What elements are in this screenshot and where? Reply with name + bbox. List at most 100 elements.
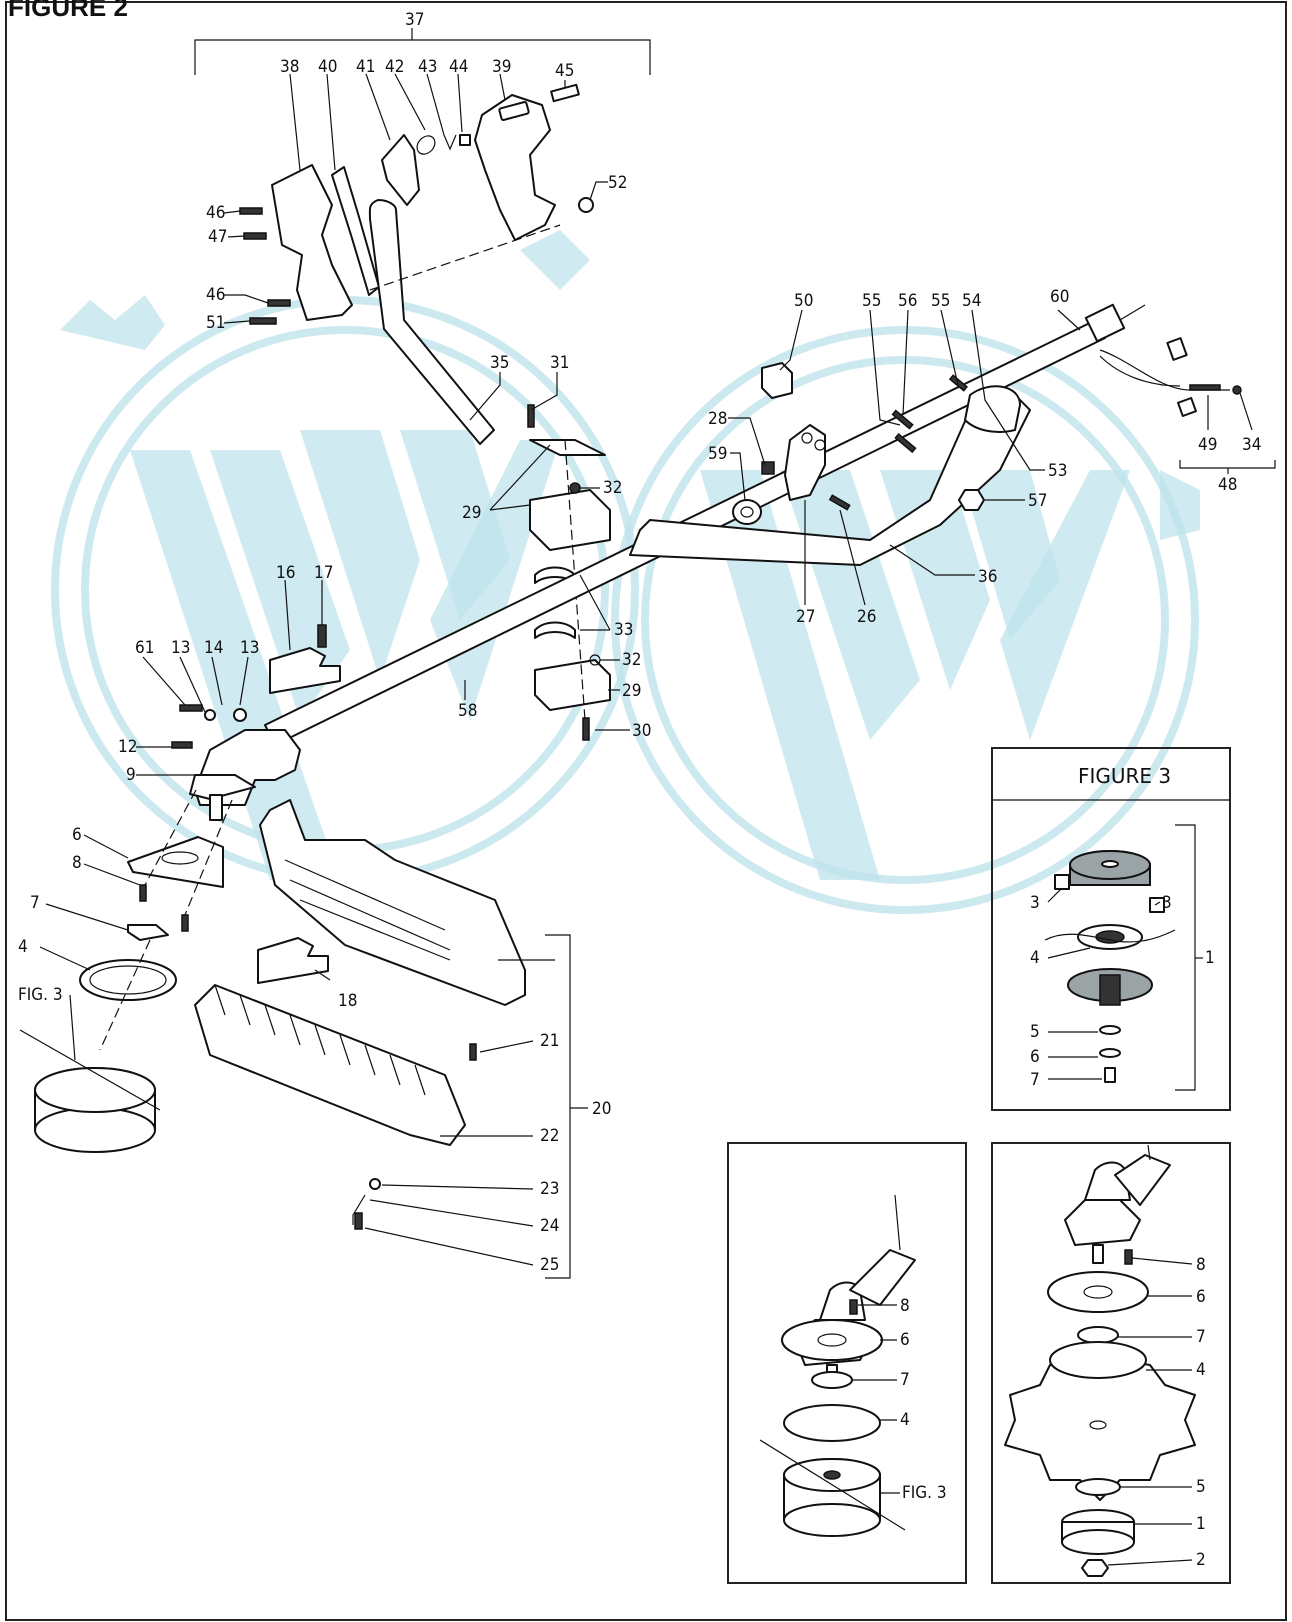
- nut-28: [761, 461, 775, 475]
- loop-handle-tube: [368, 199, 495, 445]
- callout-24: 24: [540, 1216, 559, 1236]
- callout-29-top: 29: [462, 503, 481, 523]
- nut-57: [958, 489, 985, 511]
- callout-25: 25: [540, 1255, 559, 1275]
- callout-54: 54: [962, 291, 981, 311]
- grass-guard: [259, 799, 526, 1006]
- callout-55-left: 55: [862, 291, 881, 311]
- callout-29-bottom: 29: [622, 681, 641, 701]
- callout-30: 30: [632, 721, 651, 741]
- callout-labels: 37 38 40 41 42 43 44 39 45 52 46 47 46 5…: [18, 10, 1261, 1275]
- callout-47: 47: [208, 227, 227, 247]
- callout-32-bottom: 32: [622, 650, 641, 670]
- trimmer-head: [19, 1029, 161, 1153]
- handle-clamp-upper: [527, 404, 611, 551]
- inset3-callout-7: 7: [1030, 1070, 1040, 1090]
- inset-right-callout-2: 2: [1196, 1550, 1206, 1570]
- inset3-callout-6: 6: [1030, 1047, 1040, 1067]
- callout-9: 9: [126, 765, 136, 785]
- inset-right-callout-1: 1: [1196, 1514, 1206, 1534]
- callout-17: 17: [314, 563, 333, 583]
- callout-56: 56: [898, 291, 917, 311]
- inset-blade-assembly: 8 6 7 4 5 1 2: [991, 1142, 1231, 1584]
- callout-39: 39: [492, 57, 511, 77]
- leader-lines: [39, 73, 1253, 1266]
- callout-31: 31: [550, 353, 569, 373]
- callout-38: 38: [280, 57, 299, 77]
- washer-4: [79, 959, 177, 1001]
- lockout-lever: [381, 134, 420, 206]
- callout-22: 22: [540, 1126, 559, 1146]
- callout-6: 6: [72, 825, 82, 845]
- inset3-callout-3-right: 3: [1162, 893, 1172, 913]
- inset3-callout-3-left: 3: [1030, 893, 1040, 913]
- inset-figure-3-title: FIGURE 3: [1078, 764, 1171, 788]
- callout-26: 26: [857, 607, 876, 627]
- callout-53: 53: [1048, 461, 1067, 481]
- callout-61: 61: [135, 638, 154, 658]
- pin-44: [459, 134, 471, 146]
- callout-49: 49: [1198, 435, 1217, 455]
- inset-figure-3: FIGURE 3 3 3 4 1 5 6 7: [991, 747, 1231, 1111]
- guard-mount-6: [127, 836, 224, 888]
- callout-27: 27: [796, 607, 815, 627]
- callout-21: 21: [540, 1031, 559, 1051]
- handle-grip: [474, 94, 556, 241]
- inset-right-callout-7: 7: [1196, 1327, 1206, 1347]
- part-45: [550, 83, 580, 103]
- callout-18: 18: [338, 991, 357, 1011]
- callout-58: 58: [458, 701, 477, 721]
- callout-34: 34: [1242, 435, 1261, 455]
- callout-33: 33: [614, 620, 633, 640]
- callout-7: 7: [30, 893, 40, 913]
- callout-51: 51: [206, 313, 225, 333]
- callout-28: 28: [708, 409, 727, 429]
- callout-20: 20: [592, 1099, 611, 1119]
- callout-46-top: 46: [206, 203, 225, 223]
- page-frame: [5, 1, 1287, 1621]
- inset-left-callout-fig3: FIG. 3: [902, 1483, 947, 1503]
- callout-50: 50: [794, 291, 813, 311]
- inset3-callout-5: 5: [1030, 1022, 1040, 1042]
- callout-52: 52: [608, 173, 627, 193]
- callout-35: 35: [490, 353, 509, 373]
- callout-59: 59: [708, 444, 727, 464]
- inset-right-callout-8: 8: [1196, 1255, 1206, 1275]
- shaft-clamp-16: [269, 647, 341, 694]
- callout-12: 12: [118, 737, 137, 757]
- callout-fig3: FIG. 3: [18, 985, 63, 1005]
- callout-23: 23: [540, 1179, 559, 1199]
- inset-right-callout-5: 5: [1196, 1477, 1206, 1497]
- bracket-37: [194, 39, 651, 75]
- inset-right-callout-4: 4: [1196, 1360, 1206, 1380]
- callout-43: 43: [418, 57, 437, 77]
- callout-60: 60: [1050, 287, 1069, 307]
- callout-4: 4: [18, 937, 28, 957]
- ball-52: [578, 197, 594, 213]
- throttle-plate: [271, 164, 353, 321]
- figure-title: FIGURE 2: [8, 0, 128, 22]
- switch-50: [761, 362, 793, 399]
- guard-shield: [194, 984, 466, 1146]
- callout-16: 16: [276, 563, 295, 583]
- nut-7: [127, 924, 169, 941]
- inset3-callout-1: 1: [1205, 948, 1215, 968]
- callout-37: 37: [405, 10, 424, 30]
- callout-13-right: 13: [240, 638, 259, 658]
- handle-53-grip: [964, 385, 1021, 433]
- cable-48: [1099, 349, 1230, 391]
- inset-trimmer-assembly: 8 6 7 4 FIG. 3: [727, 1142, 967, 1584]
- callout-13-left: 13: [171, 638, 190, 658]
- callout-48: 48: [1218, 475, 1237, 495]
- inset-left-callout-6: 6: [900, 1330, 910, 1350]
- callout-36: 36: [978, 567, 997, 587]
- bracket-20: [545, 934, 571, 1279]
- inset-left-callout-7: 7: [900, 1370, 910, 1390]
- gearhead: [189, 729, 301, 821]
- callout-57: 57: [1028, 491, 1047, 511]
- collar-59: [732, 499, 762, 525]
- spring-43: [443, 134, 457, 151]
- handle-clamp-liners: [534, 566, 576, 639]
- callout-8: 8: [72, 853, 82, 873]
- parts-drawing: [19, 28, 1276, 1279]
